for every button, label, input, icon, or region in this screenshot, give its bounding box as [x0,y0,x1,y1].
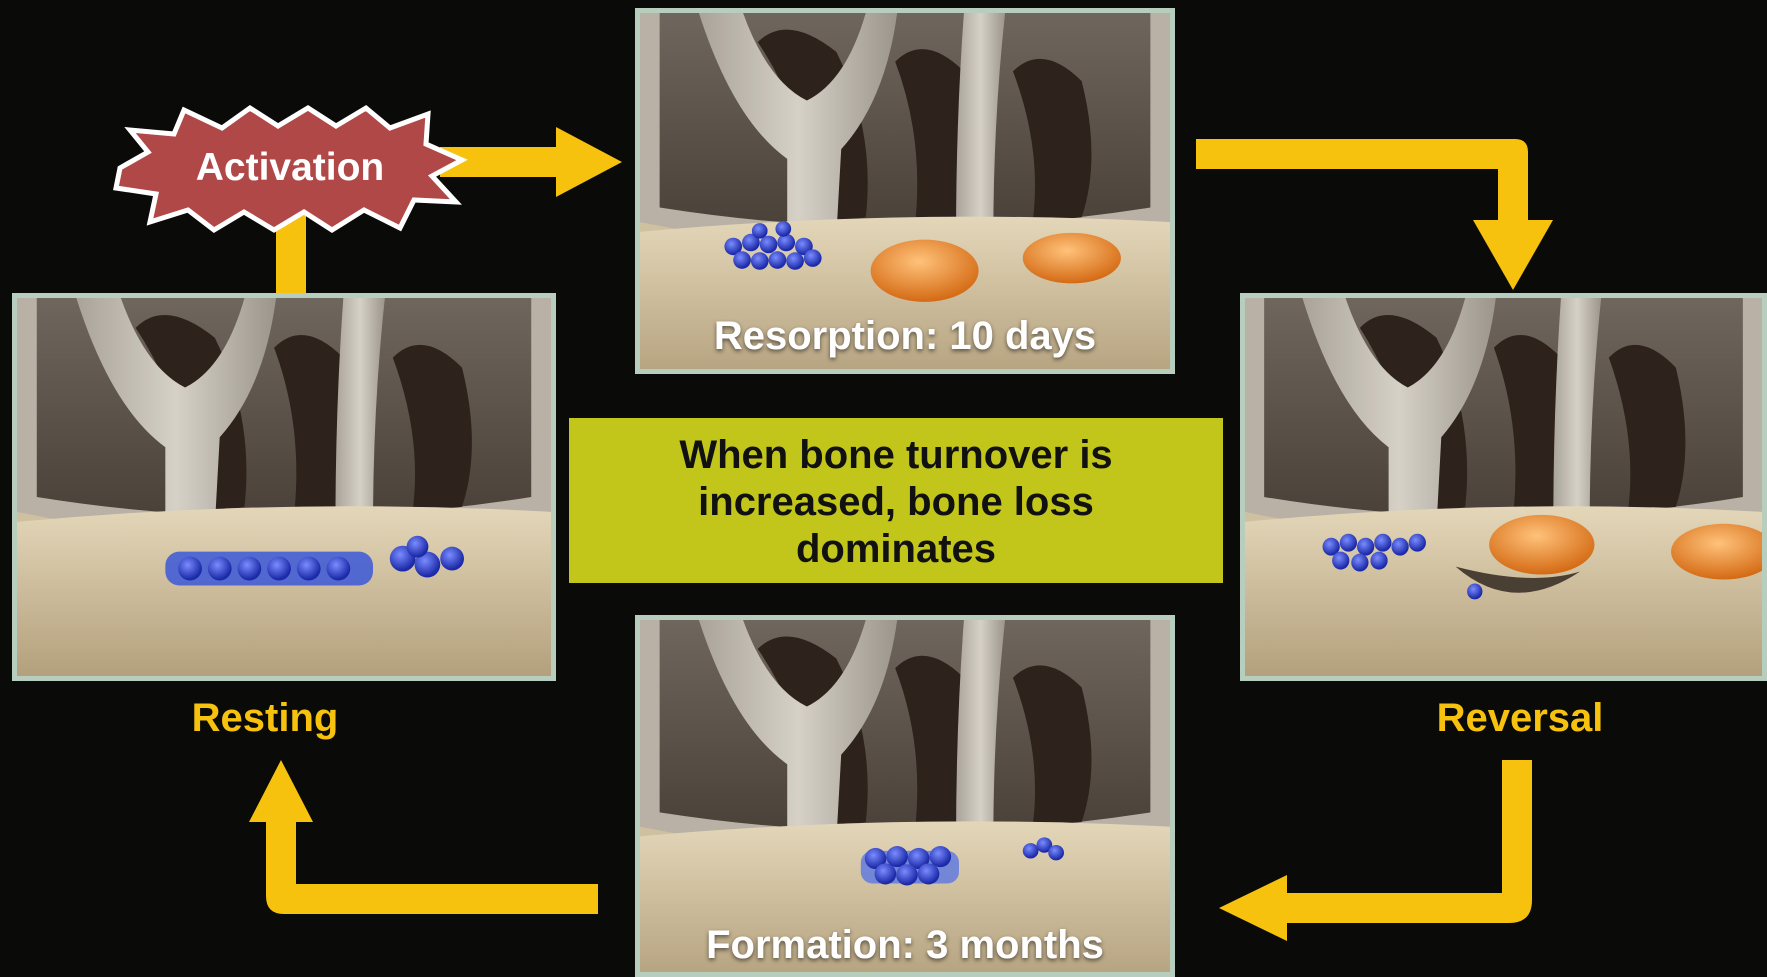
osteoclast [871,240,979,302]
resting-label: Resting [165,696,365,741]
arrow-reversal-to-formation [1219,760,1532,941]
activation-burst: Activation [110,104,470,234]
summary-line: increased, bone loss [569,479,1223,526]
osteoclast [1489,515,1594,575]
resorption-caption: Resorption: 10 days [640,314,1170,359]
reversal-panel [1240,293,1767,681]
arrow-resorption-to-reversal [1196,139,1553,290]
osteoclast [1023,233,1121,284]
activation-label: Activation [110,146,470,190]
arrow-formation-to-resting [249,760,598,914]
summary-line: dominates [569,526,1223,573]
resorption-panel: Resorption: 10 days [635,8,1175,374]
summary-line: When bone turnover is [569,432,1223,479]
bone-illustration [640,620,1170,972]
bone-illustration [17,298,551,676]
reversal-label: Reversal [1410,696,1630,741]
formation-panel: Formation: 3 months [635,615,1175,977]
bone-illustration [1245,298,1762,676]
summary-box: When bone turnover is increased, bone lo… [569,418,1223,583]
formation-caption: Formation: 3 months [640,923,1170,968]
resting-panel [12,293,556,681]
